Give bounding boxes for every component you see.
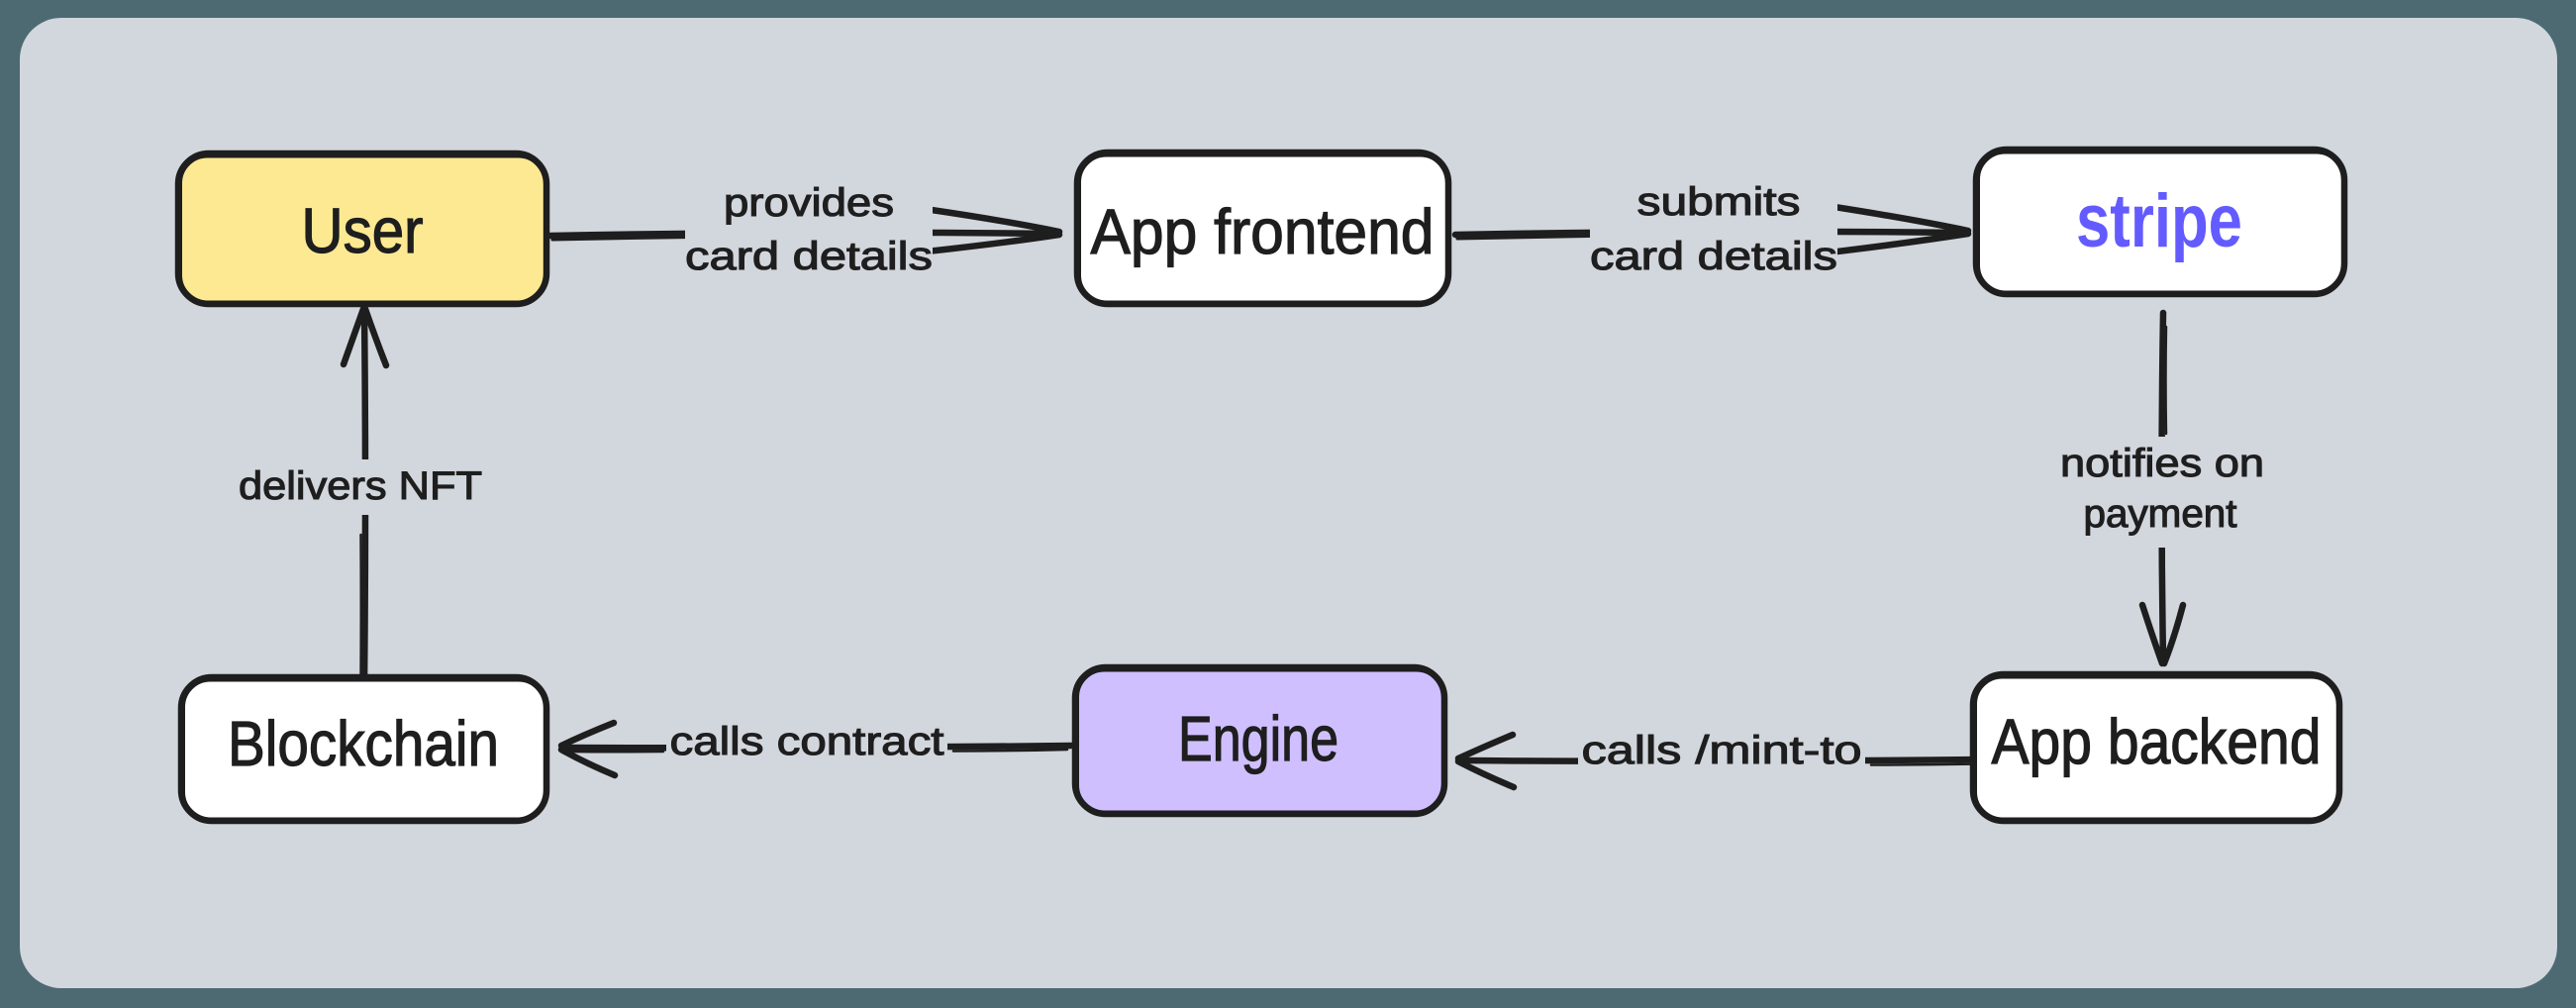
svg-text:App frontend: App frontend [1091,196,1435,267]
svg-text:payment: payment [2084,492,2237,536]
svg-text:User: User [302,195,424,266]
svg-text:delivers NFT: delivers NFT [239,464,482,508]
svg-text:notifies on: notifies on [2060,442,2264,485]
svg-text:provides: provides [724,181,894,225]
svg-text:App backend: App backend [1992,706,2322,777]
svg-text:stripe: stripe [2076,179,2242,263]
svg-text:calls /mint-to: calls /mint-to [1582,729,1862,772]
svg-text:card details: card details [1590,235,1837,278]
svg-text:Engine: Engine [1178,703,1338,774]
svg-text:submits: submits [1637,180,1801,224]
svg-text:Blockchain: Blockchain [228,708,499,779]
svg-text:card details: card details [685,235,933,278]
svg-text:calls contract: calls contract [670,720,944,763]
